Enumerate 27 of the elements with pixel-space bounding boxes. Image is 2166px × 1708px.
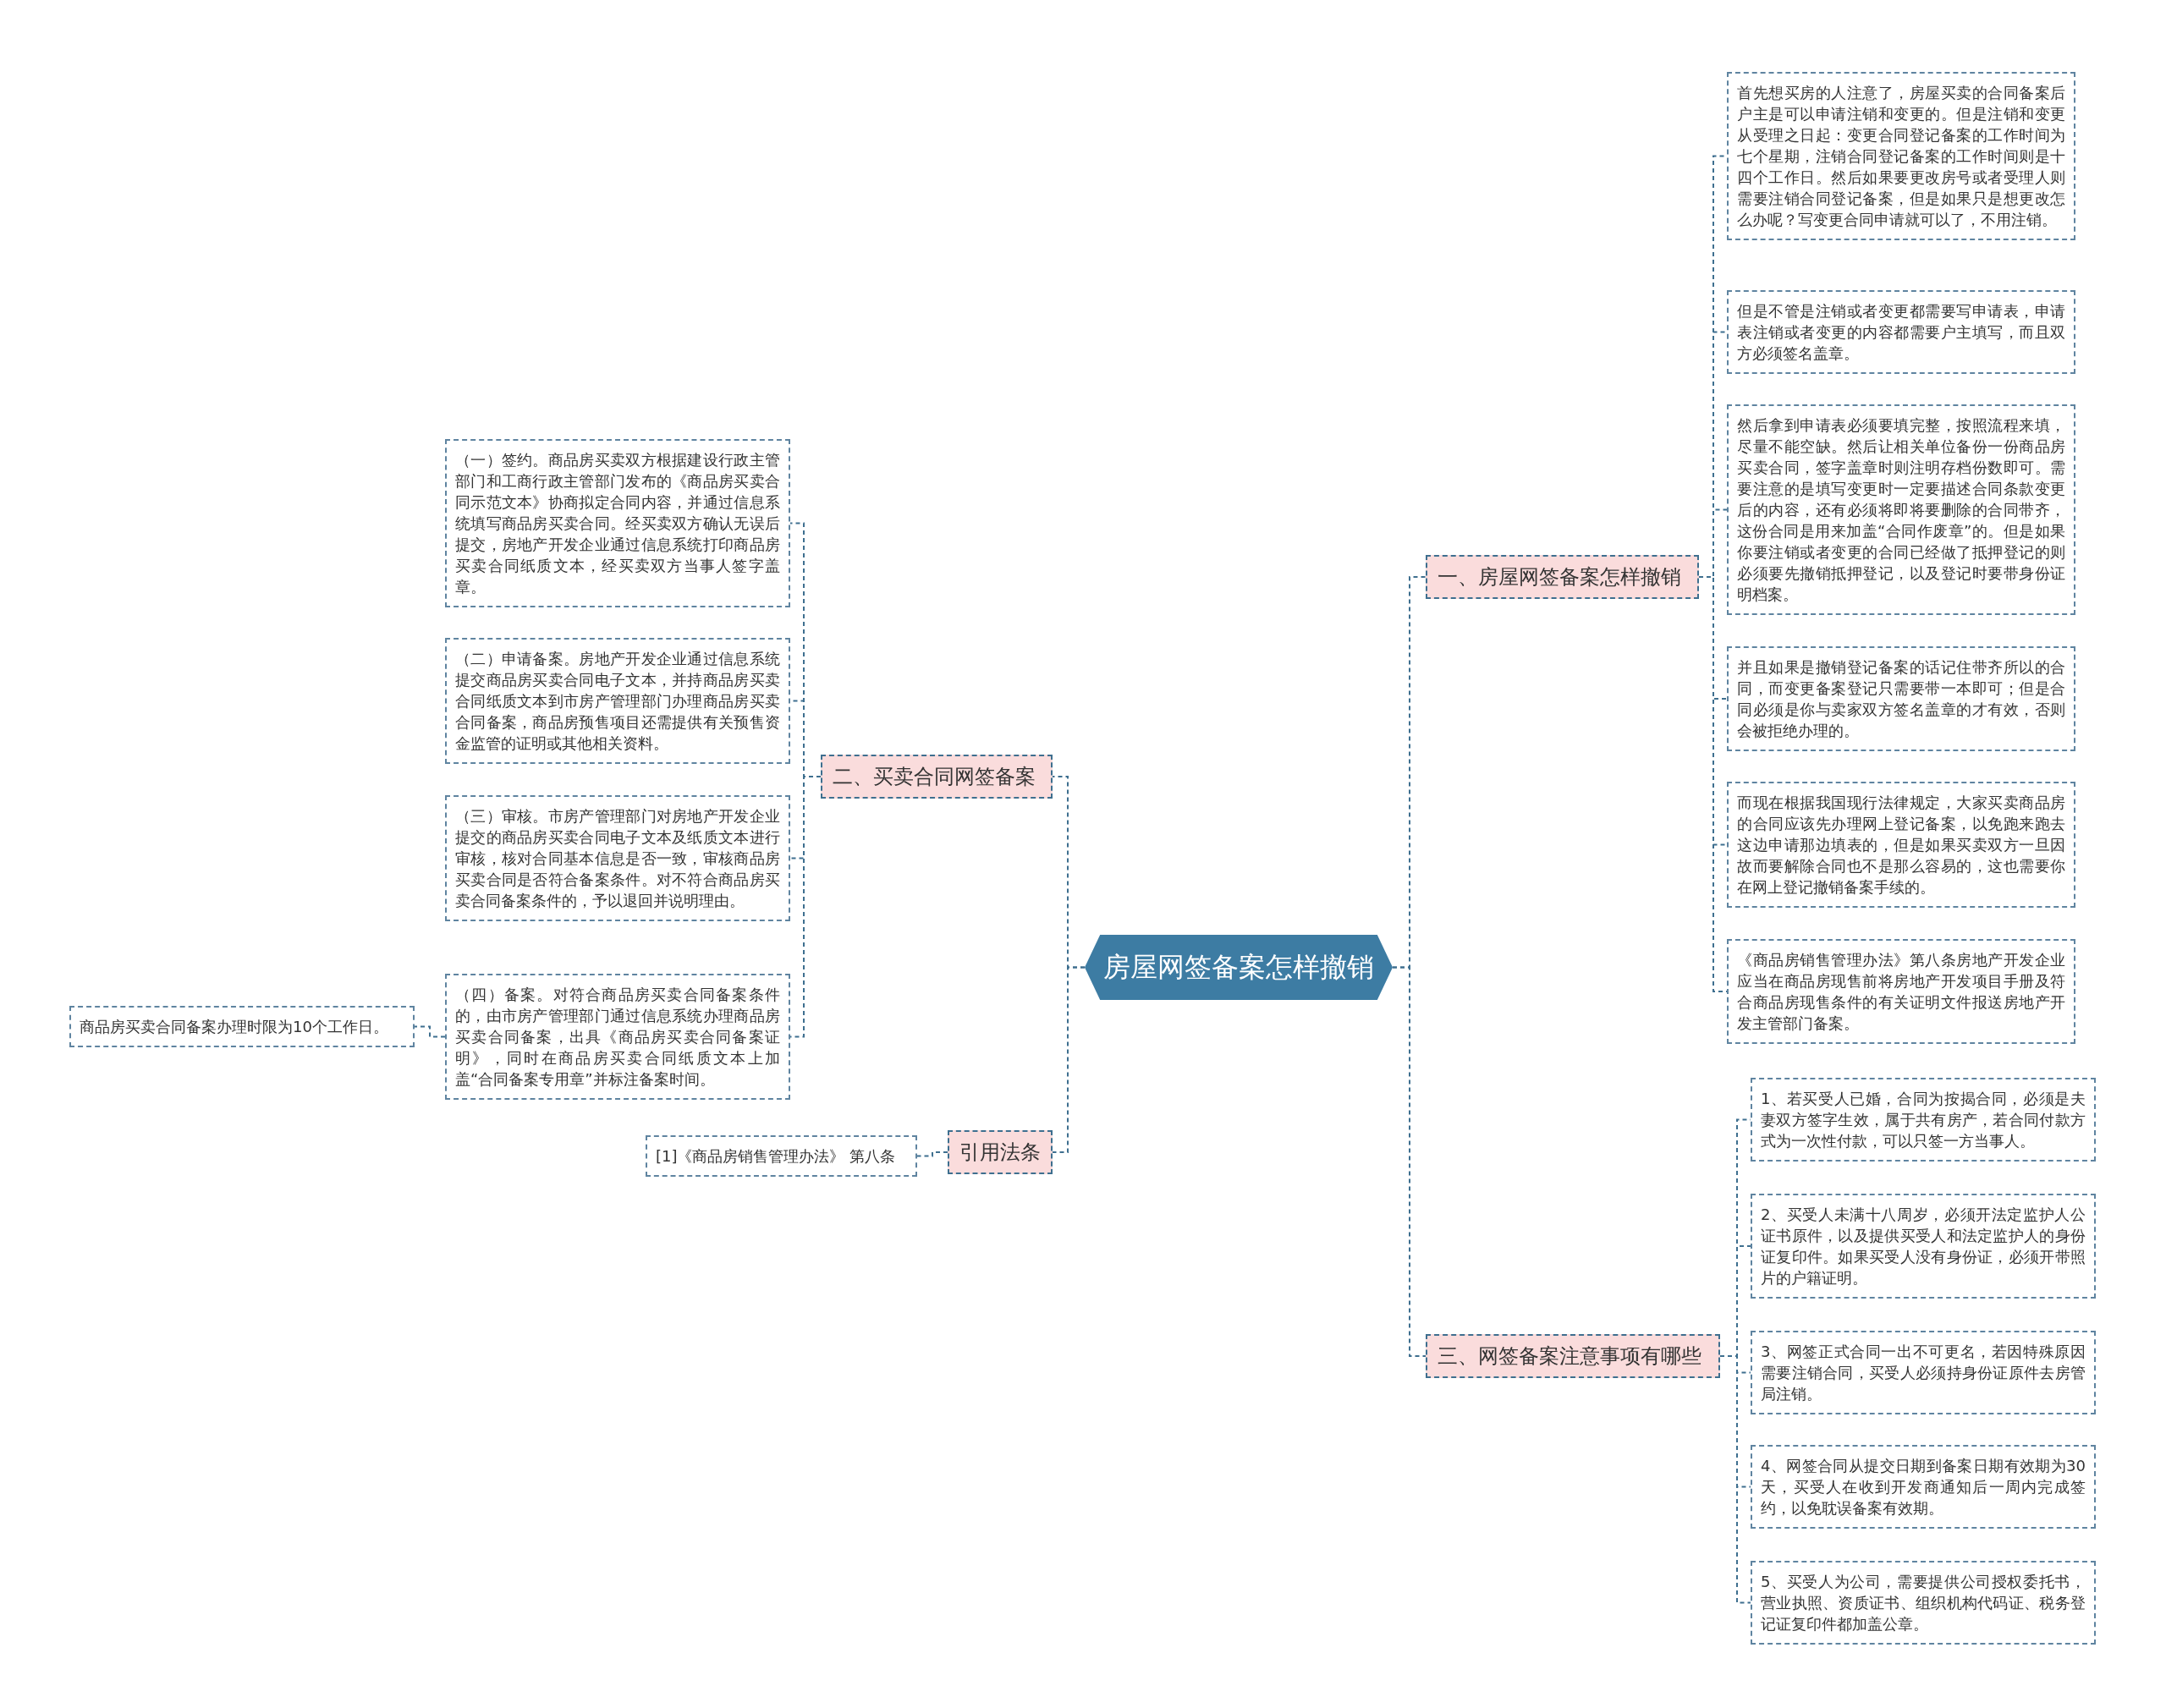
- note-card: [1]《商品房销售管理办法》 第八条: [646, 1135, 917, 1177]
- note-card: 3、网签正式合同一出不可更名，若因特殊原因需要注销合同，买受人必须持身份证原件去房管局注销。: [1751, 1331, 2096, 1414]
- note-card: （一）签约。商品房买卖双方根据建设行政主管部门和工商行政主管部门发布的《商品房买卖合同示范文本》协商拟定合同内容，并通过信息系统填写商品房买卖合同。经买卖双方确认无误后提交，房地产开发企业通过信息系统打印商品房买卖合同纸质文本，经买卖双方当事人签字盖章。: [445, 439, 790, 607]
- connector: [414, 1025, 446, 1038]
- note-card: 4、网签合同从提交日期到备案日期有效期为30天，买受人在收到开发商通知后一周内完成签约，以免耽误备案有效期。: [1751, 1445, 2096, 1529]
- note-card: 但是不管是注销或者变更都需要写申请表，申请表注销或者变更的内容都需要户主填写，而且双方必须签名盖章。: [1727, 290, 2075, 374]
- note-card: （四）备案。对符合商品房买卖合同备案条件的，由市房产管理部门通过信息系统办理商品房买卖合同备案，出具《商品房买卖合同备案证明》，同时在商品房买卖合同纸质文本上加盖“合同备案专用章”并标注备案时间。: [445, 974, 790, 1100]
- note-card: （三）审核。市房产管理部门对房地产开发企业提交的商品房买卖合同电子文本及纸质文本进行审核，核对合同基本信息是否一致，审核商品房买卖合同是否符合备案条件。对不符合商品房买卖合同备案条件的，予以退回并说明理由。: [445, 795, 790, 921]
- note-card: 1、若买受人已婚，合同为按揭合同，必须是夫妻双方签字生效，属于共有房产，若合同付款方式为一次性付款，可以只签一方当事人。: [1751, 1078, 2096, 1162]
- branch-topic: 一、房屋网签备案怎样撤销: [1426, 555, 1699, 599]
- note-card: 然后拿到申请表必须要填完整，按照流程来填，尽量不能空缺。然后让相关单位备份一份商品房买卖合同，签字盖章时则注明存档份数即可。需要注意的是填写变更时一定要描述合同条款变更后的内容，还有必须将即将要删除的合同带齐，这份合同是用来加盖“合同作废章”的。但是如果你要注销或者变更的合同已经做了抵押登记的则必须要先撤销抵押登记，以及登记时要带身份证明档案。: [1727, 404, 2075, 615]
- branch-topic: 三、网签备案注意事项有哪些: [1426, 1334, 1720, 1378]
- connector: [1719, 1355, 1751, 1604]
- note-card: 并且如果是撤销登记备案的话记住带齐所以的合同，而变更备案登记只需要带一本即可；但是合同必须是你与卖家双方签名盖章的才有效，否则会被拒绝办理的。: [1727, 646, 2075, 751]
- note-card: 首先想买房的人注意了，房屋买卖的合同备案后户主是可以申请注销和变更的。但是注销和变更从受理之日起：变更合同登记备案的工作时间为七个星期，注销合同登记备案的工作时间则是十四个工作日。然后如果要更改房号或者受理人则需要注销合同登记备案，但是如果只是想更改怎么办呢？写变更合同申请就可以了，不用注销。: [1727, 72, 2075, 240]
- central-topic: 房屋网签备案怎样撤销: [1085, 935, 1393, 1000]
- note-card: 2、买受人未满十八周岁，必须开法定监护人公证书原件，以及提供买受人和法定监护人的身份证复印件。如果买受人没有身份证，必须开带照片的户籍证明。: [1751, 1194, 2096, 1299]
- note-card: 5、买受人为公司，需要提供公司授权委托书，营业执照、资质证书、组织机构代码证、税务登记证复印件都加盖公章。: [1751, 1561, 2096, 1645]
- connector: [916, 1151, 948, 1157]
- note-card: 而现在根据我国现行法律规定，大家买卖商品房的合同应该先办理网上登记备案，以免跑来跑去这边申请那边填表的，但是如果买卖双方一旦因故而要解除合同也不是那么容易的，这也需要你在网上登记撤销备案手续的。: [1727, 782, 2075, 908]
- branch-topic: 二、买卖合同网签备案: [821, 755, 1053, 799]
- note-card: （二）申请备案。房地产开发企业通过信息系统提交商品房买卖合同电子文本，并持商品房买卖合同纸质文本到市房产管理部门办理商品房买卖合同备案，商品房预售项目还需提供有关预售资金监管的证明或其他相关资料。: [445, 638, 790, 764]
- connector: [1392, 966, 1427, 1357]
- connector: [1052, 966, 1086, 1153]
- branch-topic: 引用法条: [948, 1130, 1053, 1174]
- note-card: 《商品房销售管理办法》第八条房地产开发企业应当在商品房现售前将房地产开发项目手册及符合商品房现售条件的有关证明文件报送房地产开发主管部门备案。: [1727, 939, 2075, 1044]
- note-card: 商品房买卖合同备案办理时限为10个工作日。: [69, 1006, 415, 1047]
